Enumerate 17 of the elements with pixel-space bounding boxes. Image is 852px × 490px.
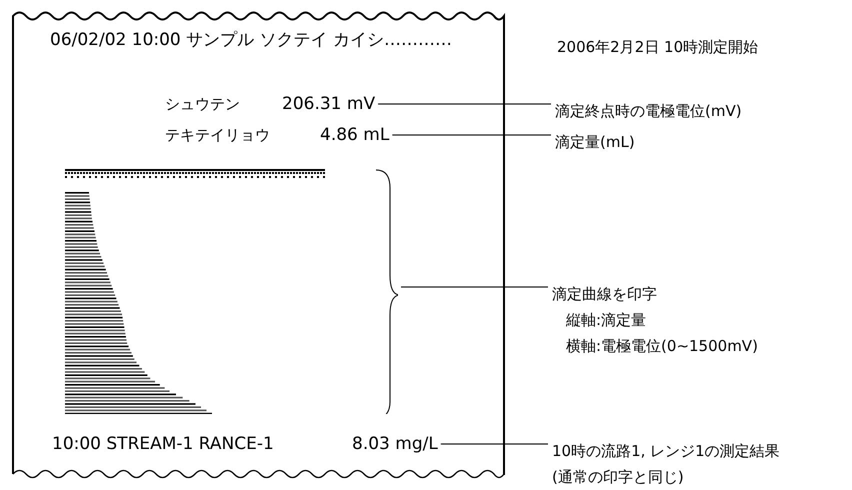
annotation-text: 滴定終点時の電極電位(mV) (555, 101, 742, 122)
printed-text: 10:00 STREAM-1 RANCE-1 (52, 433, 274, 456)
printed-text: シュウテン (165, 94, 240, 115)
leader-line (400, 286, 548, 288)
printed-value: 8.03 mg/L (352, 433, 438, 456)
note-text: 2006年2月2日 10時測定開始 (557, 37, 758, 58)
printed-text: テキテイリョウ (165, 125, 270, 146)
annotation-text: 縦軸:滴定量 (565, 310, 648, 331)
annotation-text: 滴定量(mL) (555, 132, 635, 153)
annotation-text: 横軸:電極電位(0~1500mV) (565, 336, 758, 357)
annotation-text: 滴定曲線を印字 (552, 284, 658, 305)
printed-text: 06/02/02 10:00 サンプル ソクテイ カイシ………… (50, 29, 452, 52)
annotation-text: (通常の印字と同じ) (552, 467, 685, 488)
leader-line (392, 134, 552, 136)
annotation-text: 10時の流路1, レンジ1の測定結果 (552, 441, 780, 462)
printed-value: 206.31 mV (282, 93, 376, 116)
printed-value: 4.86 mL (320, 124, 390, 147)
